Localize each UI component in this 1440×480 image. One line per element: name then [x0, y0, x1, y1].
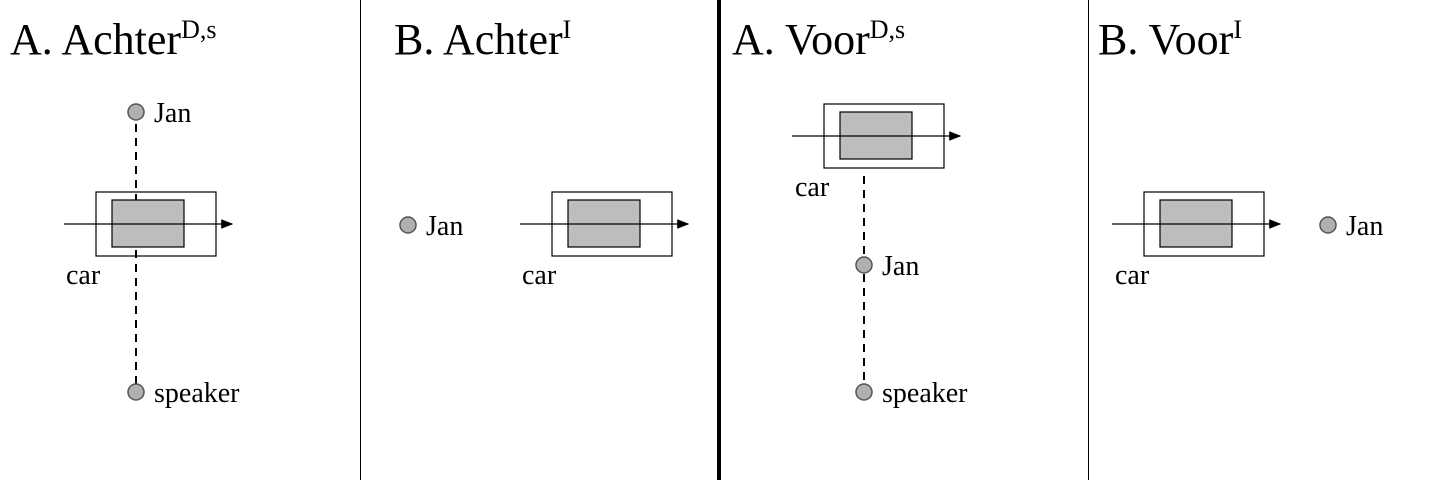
speaker-label: speaker	[154, 378, 240, 409]
panel-achter-intrinsic: B. AchterI Jan car	[394, 15, 690, 291]
car-label: car	[522, 260, 557, 291]
jan-label: Jan	[154, 98, 191, 129]
panel-achter-deictic: A. AchterD,s Jan car speaker	[10, 15, 240, 409]
panel-voor-deictic: A. VoorD,s car Jan speaker	[732, 15, 968, 409]
jan-dot	[1319, 216, 1337, 234]
speaker-dot	[855, 383, 873, 401]
jan-label: Jan	[882, 251, 919, 282]
panel-title: A. VoorD,s	[732, 15, 905, 64]
jan-label: Jan	[426, 211, 463, 242]
jan-dot	[399, 216, 417, 234]
car-label: car	[1115, 260, 1150, 291]
panel-title: B. AchterI	[394, 15, 571, 64]
speaker-dot	[127, 383, 145, 401]
speaker-label: speaker	[882, 378, 968, 409]
jan-dot	[855, 256, 873, 274]
car-label: car	[795, 172, 830, 203]
panel-voor-intrinsic: B. VoorI car Jan	[1098, 15, 1383, 291]
panel-title: A. AchterD,s	[10, 15, 216, 64]
car-label: car	[66, 260, 101, 291]
panel-title: B. VoorI	[1098, 15, 1242, 64]
jan-dot	[127, 103, 145, 121]
jan-label: Jan	[1346, 211, 1383, 242]
